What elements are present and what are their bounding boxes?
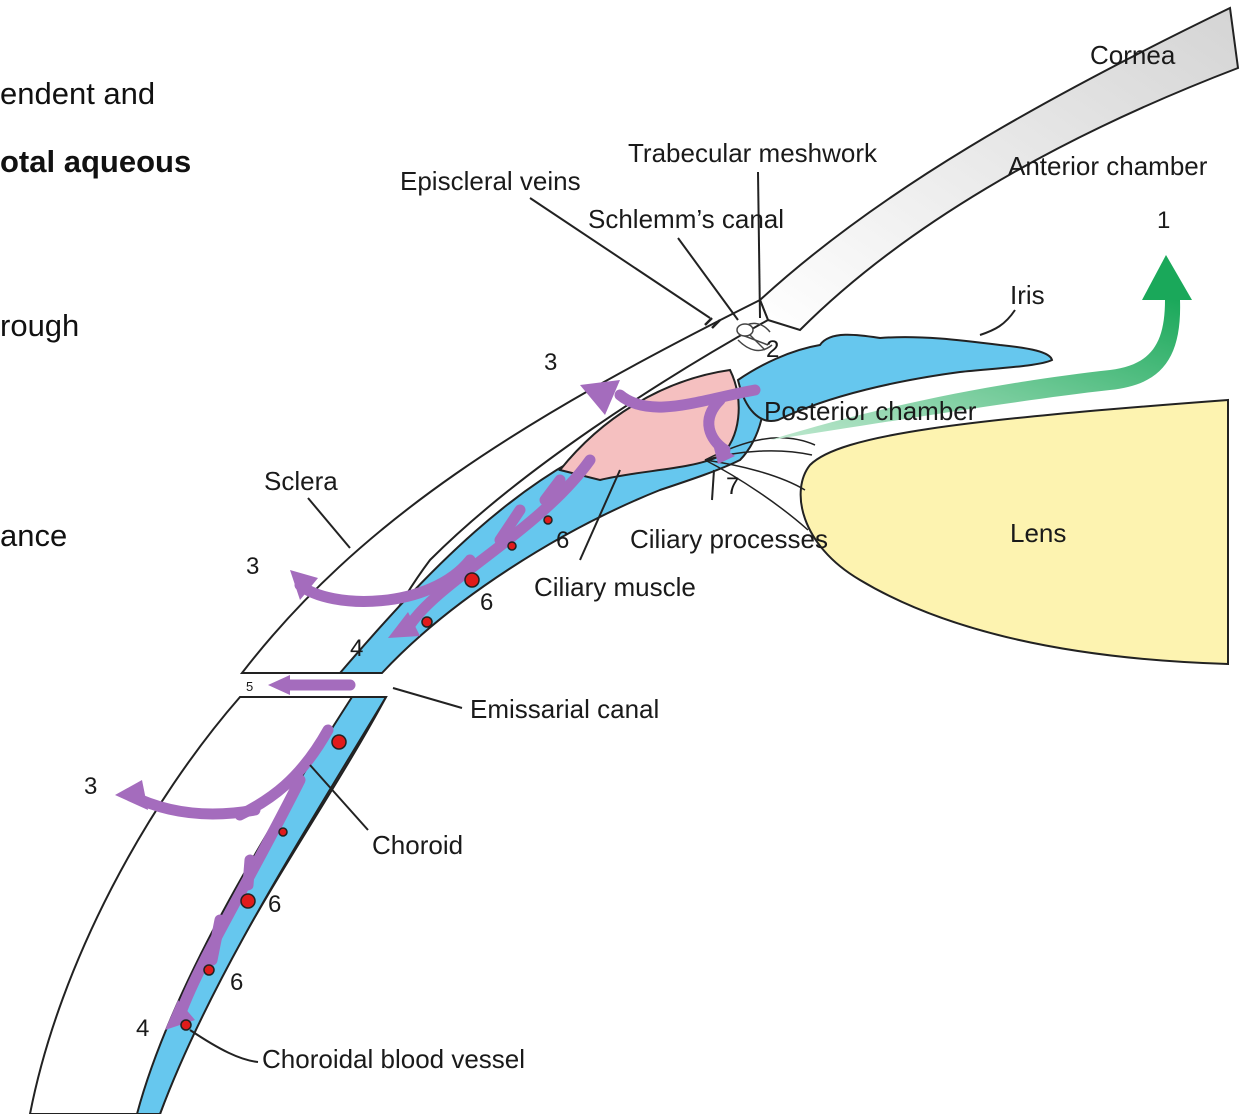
route-number-4-mid: 4 [350,635,363,662]
route-number-3-top: 3 [544,349,557,376]
route-number-6-b: 6 [480,589,493,616]
blood-vessel [508,542,516,550]
label-choroid: Choroid [372,830,463,860]
route-number-2: 2 [766,336,779,363]
route-number-6-a: 6 [556,527,569,554]
label-ciliary-muscle: Ciliary muscle [534,572,696,602]
blood-vessel [279,828,287,836]
label-emissarial-canal: Emissarial canal [470,694,659,724]
blood-vessel [544,516,552,524]
route-number-6-c: 6 [268,891,281,918]
label-trabecular-meshwork: Trabecular meshwork [628,138,878,168]
label-ciliary-processes: Ciliary processes [630,524,828,554]
blood-vessel [204,965,214,975]
blood-vessel [241,894,255,908]
route-number-1: 1 [1157,207,1170,234]
label-posterior-chamber: Posterior chamber [764,396,977,426]
label-anterior-chamber: Anterior chamber [1008,151,1208,181]
label-episcleral-veins: Episcleral veins [400,166,581,196]
route-number-6-d: 6 [230,969,243,996]
route-number-5: 5 [246,679,253,694]
blood-vessel [465,573,479,587]
route-number-3-mid: 3 [246,553,259,580]
route-number-7: 7 [726,473,739,500]
label-sclera: Sclera [264,466,338,496]
arrow-head-1 [1142,255,1192,300]
blood-vessel [181,1020,191,1030]
label-cornea: Cornea [1090,40,1176,70]
label-lens: Lens [1010,518,1066,548]
label-choroidal-blood-vessel: Choroidal blood vessel [262,1044,525,1074]
blood-vessel [332,735,346,749]
route-number-3-low: 3 [84,773,97,800]
route-number-4-low: 4 [136,1015,149,1042]
blood-vessel [422,617,432,627]
label-schlemms-canal: Schlemm’s canal [588,204,784,234]
label-iris: Iris [1010,280,1045,310]
